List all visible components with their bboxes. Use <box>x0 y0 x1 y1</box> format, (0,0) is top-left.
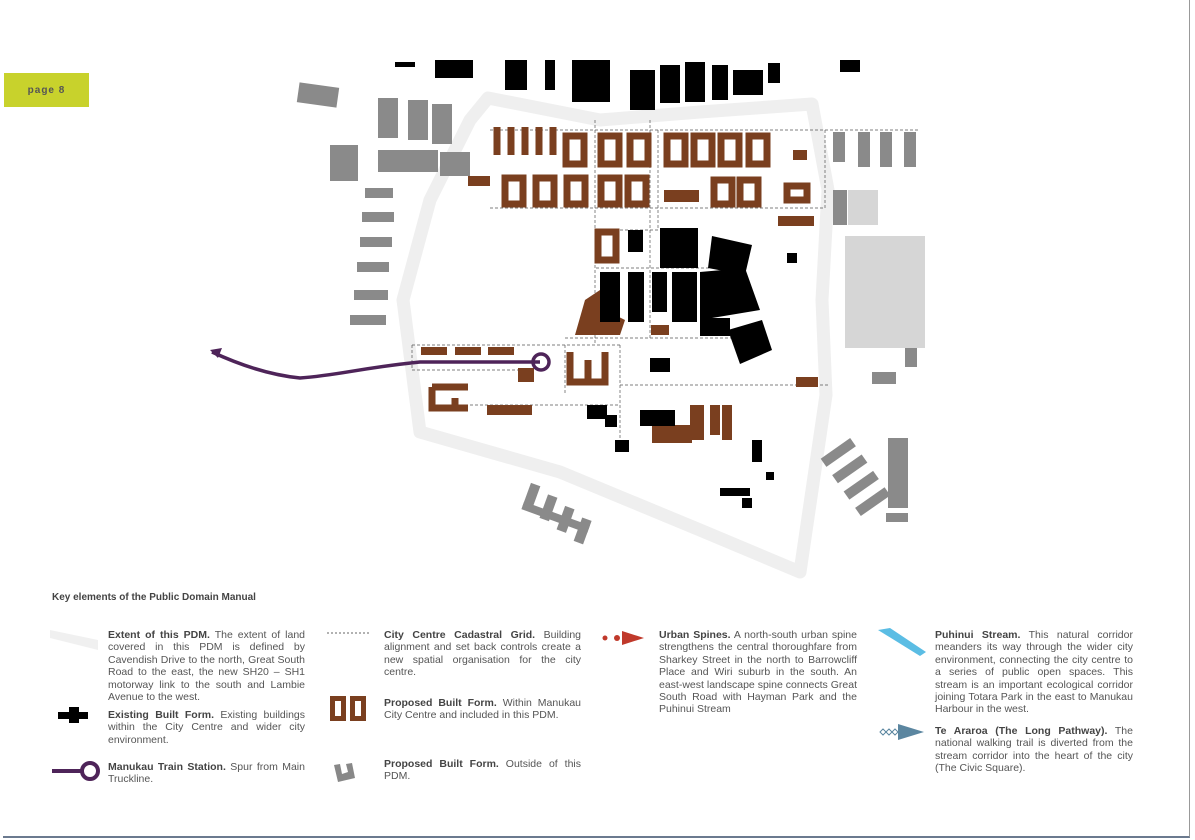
legend-title: Proposed Built Form. <box>384 758 499 770</box>
dashed-grid-icon <box>327 632 369 634</box>
legend-proposed-in: Proposed Built Form. Within Manukau City… <box>384 697 581 722</box>
train-station-icon <box>52 761 100 781</box>
urban-spine-arrow-icon <box>602 631 644 645</box>
legend-extent: Extent of this PDM. The extent of land c… <box>108 629 305 703</box>
existing-buildings <box>395 60 860 508</box>
site-plan-map <box>210 60 925 579</box>
train-spur-line <box>210 348 551 380</box>
legend-title: Proposed Built Form. <box>384 697 497 709</box>
legend-text: The extent of land covered in this PDM i… <box>108 629 305 704</box>
legend-text: Within Manukau City Centre and included … <box>384 697 581 722</box>
pathway-arrow-icon <box>879 724 924 740</box>
proposed-building-icon <box>330 696 366 721</box>
legend-title: Te Araroa (The Long Pathway). <box>935 725 1108 737</box>
legend-text: The national walking trail is diverted f… <box>935 725 1133 775</box>
legend-text: Building alignment and set back controls… <box>384 629 581 679</box>
existing-building-icon <box>58 707 88 723</box>
proposed-outside-icon <box>334 763 355 782</box>
page-number-tag: page 8 <box>4 73 89 107</box>
legend-grid: City Centre Cadastral Grid. Building ali… <box>384 629 581 679</box>
pdm-extent-boundary <box>396 91 835 579</box>
legend-stream: Puhinui Stream. This natural corridor me… <box>935 629 1133 716</box>
legend-text: Outside of this PDM. <box>384 758 581 783</box>
legend-title: Urban Spines. <box>659 629 731 641</box>
legend-text: A north-south urban spine strengthens th… <box>659 629 857 716</box>
legend-title: Extent of this PDM. <box>108 629 210 641</box>
legend-title: Existing Built Form. <box>108 709 215 721</box>
legend-spines: Urban Spines. A north-south urban spine … <box>659 629 857 716</box>
legend-station: Manukau Train Station. Spur from Main Tr… <box>108 761 305 786</box>
legend-proposed-out: Proposed Built Form. Outside of this PDM… <box>384 758 581 783</box>
legend-title: Puhinui Stream. <box>935 629 1021 641</box>
legend-title: City Centre Cadastral Grid. <box>384 629 536 641</box>
legend-pathway: Te Araroa (The Long Pathway). The nation… <box>935 725 1133 775</box>
legend-text: Existing buildings within the City Centr… <box>108 709 305 746</box>
legend-title: Manukau Train Station. <box>108 761 226 773</box>
open-area <box>848 190 878 225</box>
civic-open-area <box>845 236 925 348</box>
proposed-buildings <box>428 127 811 412</box>
legend-text: This natural corridor meanders its way t… <box>935 629 1133 716</box>
stream-icon <box>878 628 926 656</box>
legend-existing: Existing Built Form. Existing buildings … <box>108 709 305 746</box>
proposed-outside-buildings <box>296 82 917 545</box>
key-title: Key elements of the Public Domain Manual <box>52 592 256 603</box>
legend-text: Spur from Main Truckline. <box>108 761 305 786</box>
train-station-icon[interactable] <box>531 352 551 372</box>
extent-line-icon <box>50 630 98 650</box>
